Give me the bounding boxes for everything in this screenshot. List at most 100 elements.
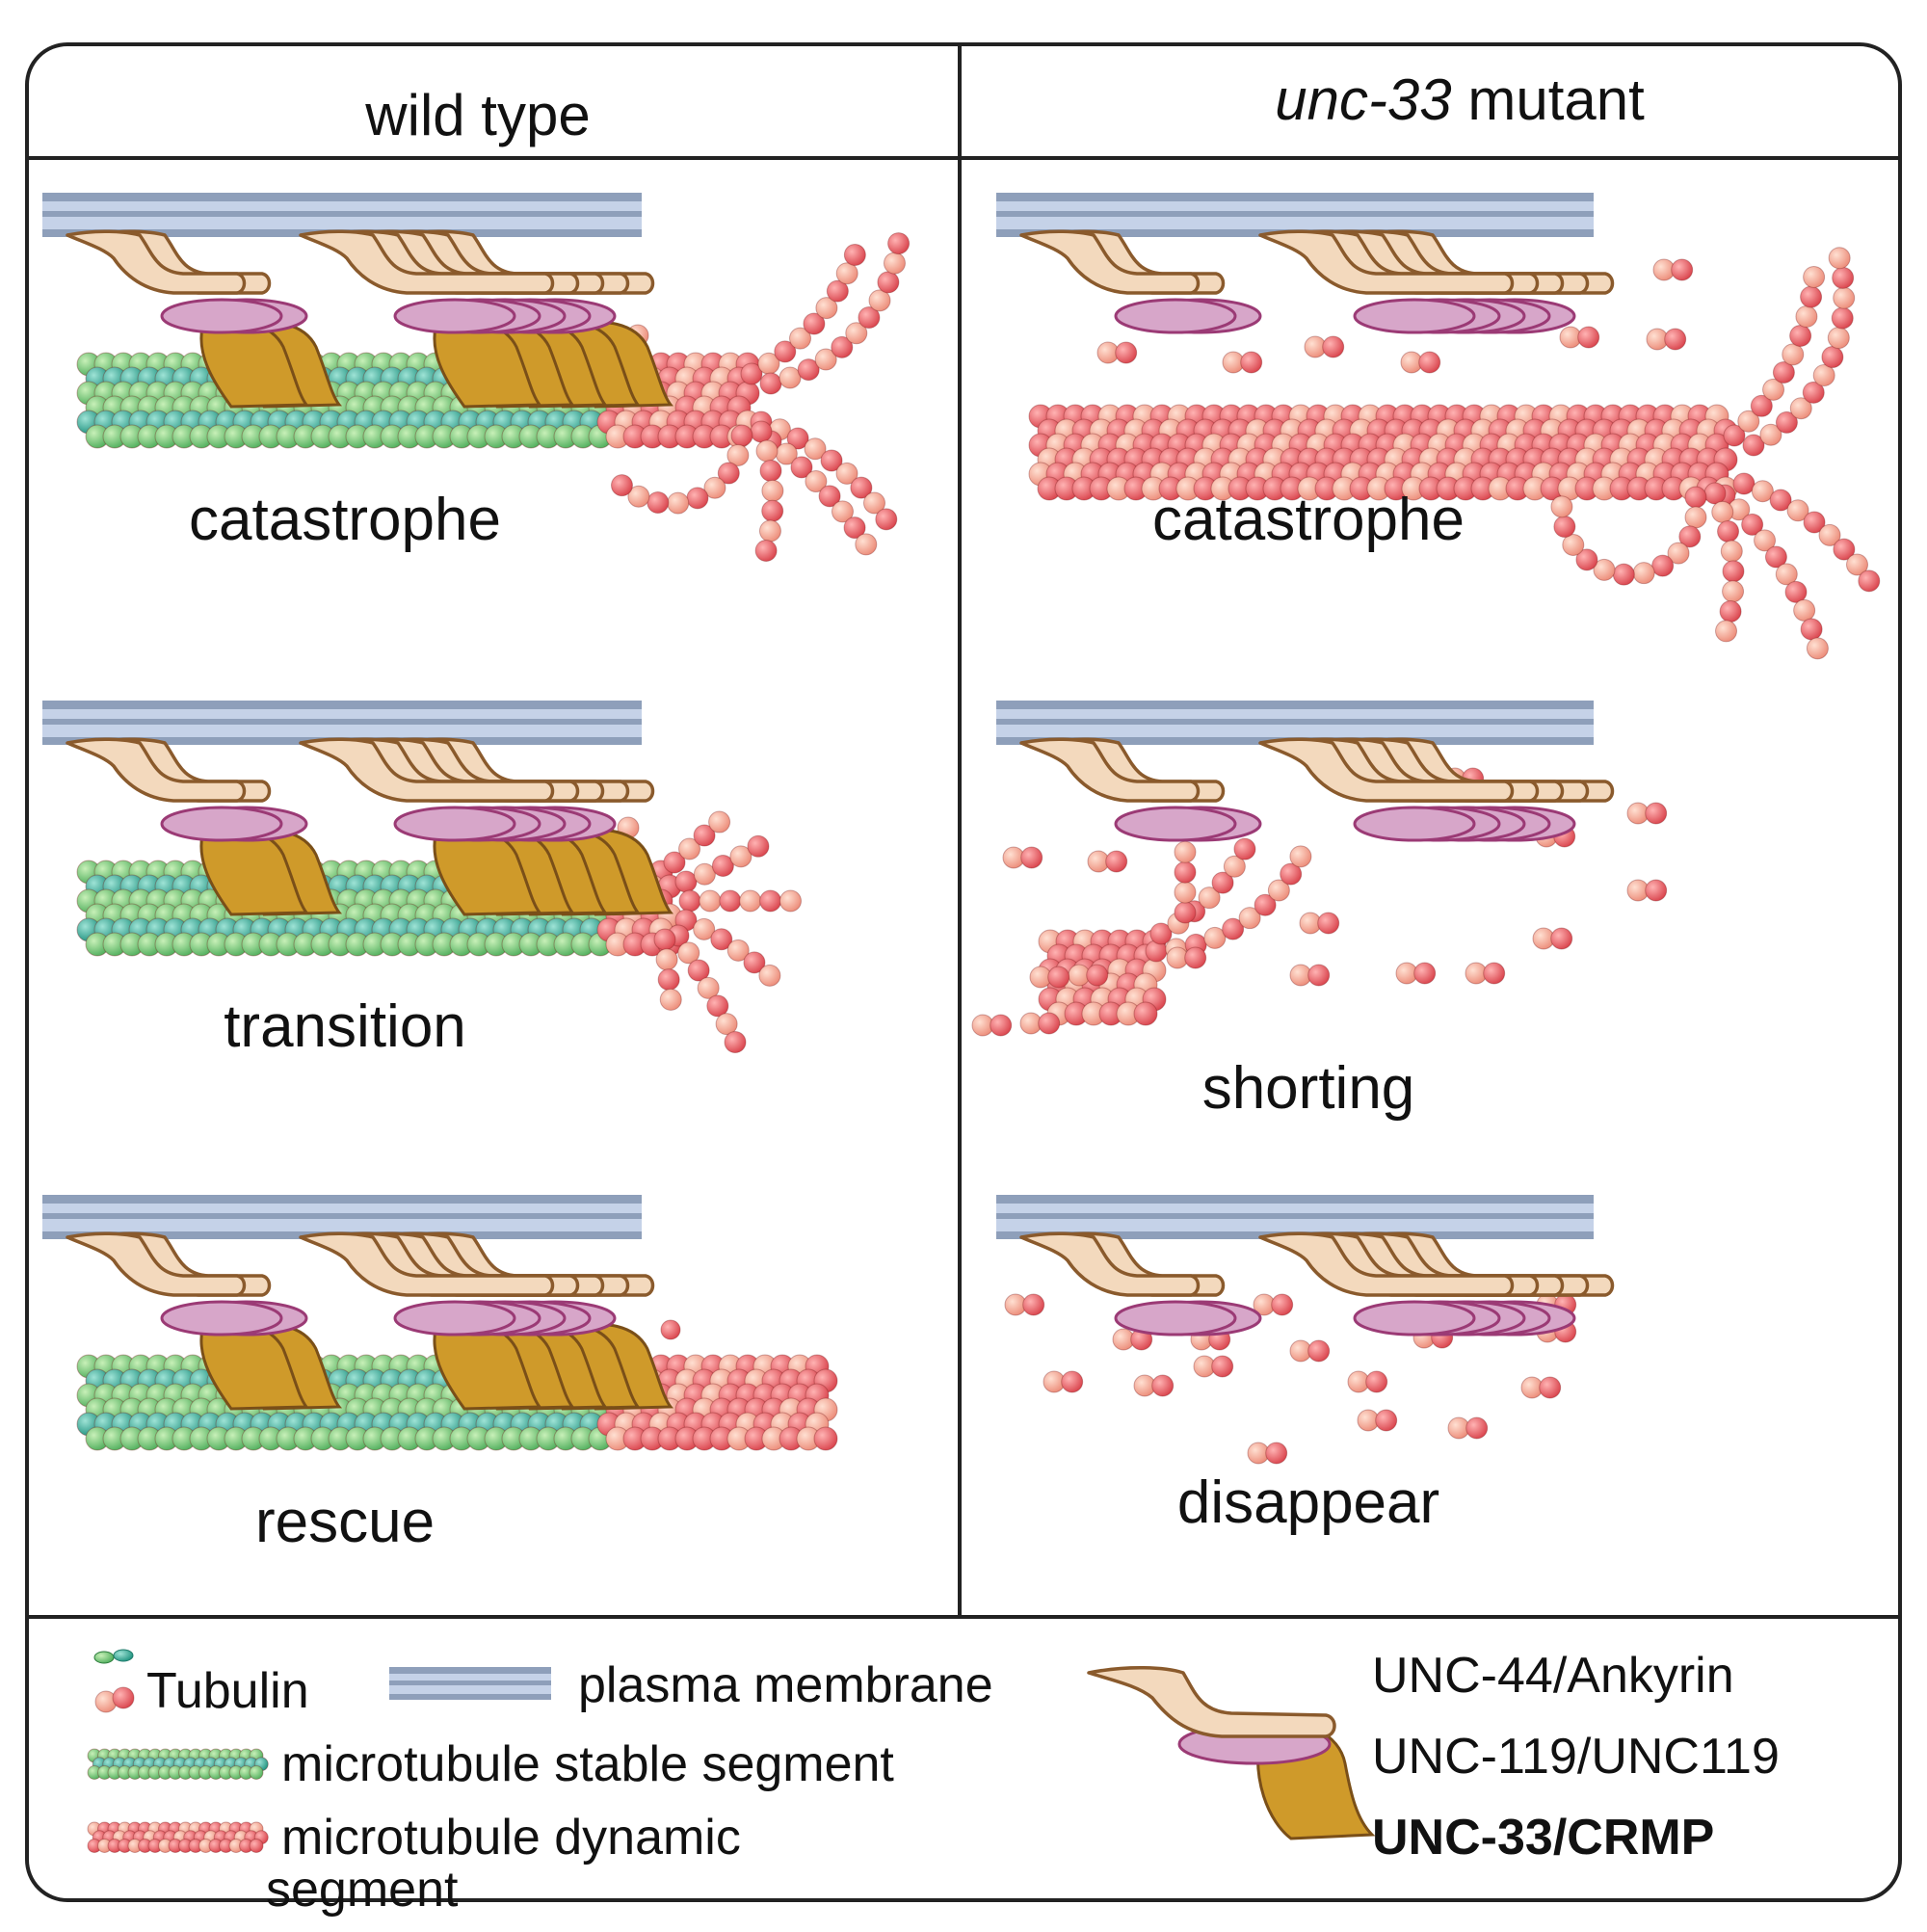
dynamic-tubulin [719, 889, 742, 913]
free-tubulin-dimer [1447, 1416, 1489, 1440]
protofilament-curl [1732, 472, 1881, 593]
dynamic-tubulin [1806, 637, 1829, 660]
membrane-edge-top [996, 193, 1594, 201]
dynamic-tubulin [1238, 907, 1261, 930]
dynamic-tubulin [743, 951, 766, 974]
protofilament-curl [1550, 486, 1707, 586]
dynamic-tubulin [739, 889, 762, 913]
free-tubulin-dimer [1133, 1374, 1175, 1397]
unc119-protein [160, 806, 283, 842]
outer-frame [25, 42, 1902, 1902]
legend-tubulin-red-icon [112, 1686, 135, 1709]
dynamic-tubulin [835, 462, 858, 485]
free-tubulin-dimer [1029, 966, 1070, 989]
free-tubulin [1317, 912, 1340, 935]
dynamic-tubulin [1782, 343, 1805, 366]
dynamic-tubulin [804, 437, 827, 461]
protofilament-curl [663, 810, 731, 874]
free-tubulin-dimer [1520, 1376, 1562, 1399]
dynamic-tubulin [1737, 410, 1760, 433]
ankyrin-complex [66, 737, 343, 916]
free-tubulin [1365, 1370, 1388, 1393]
free-tubulin-dimer [1357, 1409, 1398, 1432]
free-tubulin-dimer [1532, 927, 1573, 950]
protofilament-curl [1703, 482, 1745, 643]
free-tubulin-dimer [1222, 351, 1263, 374]
dynamic-tubulin [1775, 563, 1798, 586]
unc44-ankyrin-protein [1258, 1231, 1515, 1297]
free-tubulin-dimer [1289, 1339, 1331, 1363]
dynamic-tubulin [1553, 516, 1576, 539]
dynamic-tubulin [887, 232, 911, 255]
legend-tubulin-teal-icon [113, 1649, 134, 1662]
dynamic-tubulin [883, 251, 906, 275]
free-tubulin [1265, 1442, 1288, 1465]
dynamic-tubulin [1833, 286, 1856, 309]
legend-membrane-icon [389, 1667, 551, 1700]
legend-dynamic-label-2: segment [266, 1862, 459, 1918]
dynamic-tubulin [1858, 569, 1881, 593]
dynamic-tubulin [1723, 424, 1746, 447]
free-tubulin-dimer [1068, 964, 1109, 987]
dynamic-tubulin [1280, 862, 1303, 886]
dynamic-tubulin [1821, 346, 1844, 369]
dynamic-tubulin [655, 948, 678, 971]
free-tubulin-dimer [1004, 1293, 1045, 1316]
dynamic-tubulin [1828, 247, 1851, 270]
dynamic-tubulin [779, 889, 802, 913]
dynamic-tubulin [1719, 600, 1742, 623]
ankyrin-complex [299, 229, 674, 409]
free-tubulin-dimer [1002, 846, 1043, 869]
protofilament-curl [674, 834, 770, 893]
dynamic-tubulin [659, 988, 682, 1011]
dynamic-tubulin [1831, 306, 1854, 330]
dynamic-tubulin [726, 443, 750, 466]
dynamic-tubulin [855, 533, 878, 556]
dynamic-tubulin [1198, 887, 1221, 910]
dynamic-tubulin [789, 327, 812, 350]
unc119-protein [1353, 806, 1476, 842]
unc119-protein [1353, 298, 1476, 334]
dynamic-tubulin [1769, 489, 1792, 512]
free-tubulin [1038, 1012, 1061, 1035]
dynamic-tubulin [815, 297, 838, 320]
ankyrin-complex [66, 1231, 343, 1411]
free-tubulin-dimer [1304, 335, 1345, 358]
dynamic-tubulin [1289, 845, 1312, 868]
dynamic-tubulin [1575, 548, 1598, 571]
protofilament-curl [653, 928, 682, 1011]
ankyrin-complex [1258, 737, 1615, 842]
membrane-edge-mid [42, 719, 642, 725]
dynamic-tubulin [697, 976, 720, 999]
legend-crmp-label: UNC-33/CRMP [1372, 1810, 1714, 1866]
dynamic-tubulin [843, 243, 866, 266]
free-tubulin-dimer [1043, 1370, 1084, 1393]
dynamic-tubulin [674, 870, 698, 893]
dynamic-tubulin [693, 917, 716, 940]
free-tubulin [1047, 966, 1070, 989]
dynamic-tubulin [759, 889, 782, 913]
dynamic-tubulin [1174, 840, 1197, 863]
membrane-edge-top [42, 193, 642, 201]
free-tubulin-dimer [971, 1014, 1013, 1037]
dynamic-tubulin [708, 810, 731, 834]
header-mutant: mutant [1452, 67, 1645, 132]
dynamic-tubulin [1550, 495, 1573, 518]
label-mut-disappear: disappear [1177, 1469, 1439, 1536]
dynamic-tubulin [1759, 423, 1782, 446]
diagram-art [42, 193, 1881, 1853]
dynamic-tubulin [1784, 580, 1808, 603]
free-tubulin-dimer [1465, 962, 1506, 985]
unc44-ankyrin-protein [1019, 1231, 1201, 1297]
membrane-edge-bottom [389, 1694, 551, 1700]
dynamic-tubulin [850, 476, 873, 499]
dynamic-tubulin [1222, 917, 1245, 940]
unc44-ankyrin-protein [299, 1231, 555, 1297]
label-mut-shorting: shorting [1202, 1055, 1415, 1122]
legend-ankyrin-label: UNC-44/Ankyrin [1372, 1648, 1734, 1704]
ankyrin-complex [1258, 1231, 1615, 1337]
free-tubulin [1483, 962, 1506, 985]
dynamic-tubulin [1789, 397, 1812, 420]
protofilament-curl [610, 424, 753, 515]
